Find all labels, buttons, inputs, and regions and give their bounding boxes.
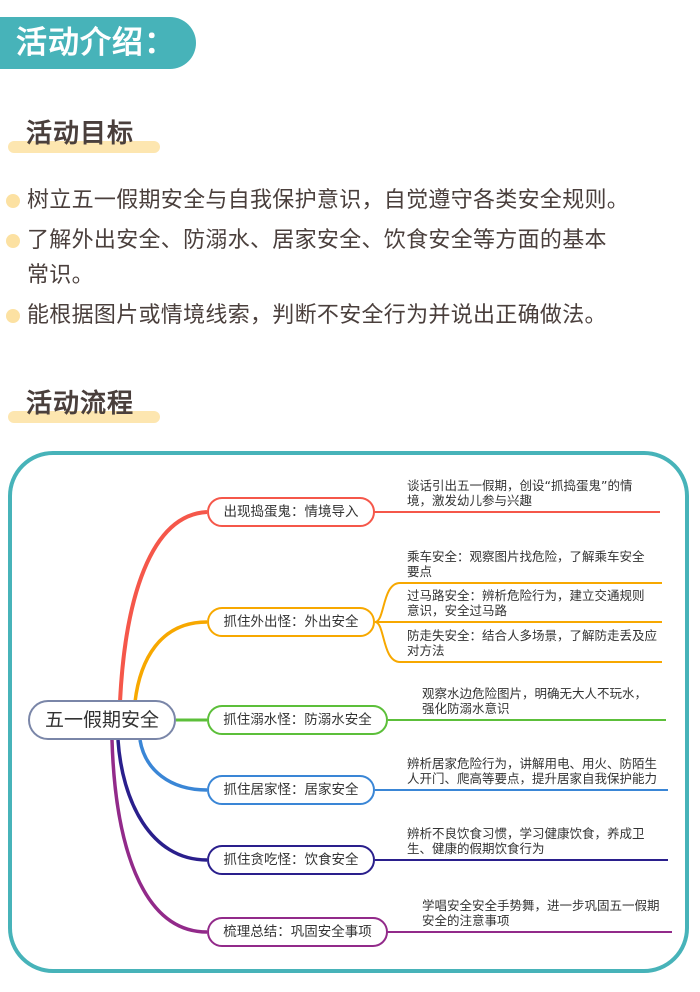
leaf-line: 要点	[407, 564, 433, 579]
leaf-detail: 乘车安全：观察图片找危险，了解乘车安全 要点	[407, 549, 645, 579]
bullet-dot-icon	[6, 234, 20, 248]
goal-item: 能根据图片或情境线索，判断不安全行为并说出正确做法。	[0, 298, 700, 333]
leaf-line: 防走失安全：结合人多场景，了解防走丢及应	[407, 628, 658, 643]
leaf-line: 辨析不良饮食习惯，学习健康饮食，养成卫	[407, 826, 645, 841]
leaf-line: 境，激发幼儿参与兴趣	[407, 493, 533, 508]
leaf-detail: 防走失安全：结合人多场景，了解防走丢及应 对方法	[407, 628, 657, 658]
branch-node-drowning: 抓住溺水怪：防溺水安全	[207, 705, 388, 735]
branch-node-outdoor: 抓住外出怪：外出安全	[207, 607, 375, 637]
leaf-line: 生、健康的假期饮食行为	[407, 841, 545, 856]
intro-title-banner: 活动介绍：	[0, 17, 196, 69]
leaf-line: 人开门、爬高等要点，提升居家自我保护能力	[407, 771, 658, 786]
bullet-dot-icon	[6, 194, 20, 208]
leaf-detail: 辨析不良饮食习惯，学习健康饮食，养成卫 生、健康的假期饮食行为	[407, 826, 645, 856]
branch-node-food: 抓住贪吃怪：饮食安全	[207, 845, 375, 875]
leaf-line: 意识，安全过马路	[407, 603, 508, 618]
goals-list: 树立五一假期安全与自我保护意识，自觉遵守各类安全规则。 了解外出安全、防溺水、居…	[0, 183, 700, 333]
goal-text-cont: 常识。	[27, 263, 94, 288]
leaf-detail: 观察水边危险图片，明确无大人不玩水， 强化防溺水意识	[422, 686, 647, 716]
leaf-detail: 辨析居家危险行为，讲解用电、用火、防陌生 人开门、爬高等要点，提升居家自我保护能…	[407, 756, 657, 786]
leaf-line: 学唱安全安全手势舞，进一步巩固五一假期	[422, 898, 660, 913]
goal-text: 树立五一假期安全与自我保护意识，自觉遵守各类安全规则。	[27, 188, 630, 213]
goal-text: 能根据图片或情境线索，判断不安全行为并说出正确做法。	[27, 303, 607, 328]
branch-node-home: 抓住居家怪：居家安全	[207, 775, 375, 805]
bullet-dot-icon	[6, 309, 20, 323]
goal-text: 了解外出安全、防溺水、居家安全、饮食安全等方面的基本	[27, 228, 607, 253]
mindmap-root-node: 五一假期安全	[28, 700, 176, 740]
leaf-detail: 学唱安全安全手势舞，进一步巩固五一假期 安全的注意事项	[422, 898, 660, 928]
branch-node-summary: 梳理总结：巩固安全事项	[207, 917, 388, 947]
leaf-line: 观察水边危险图片，明确无大人不玩水，	[422, 686, 648, 701]
leaf-line: 强化防溺水意识	[422, 701, 510, 716]
leaf-detail: 谈话引出五一假期，创设“抓捣蛋鬼”的情 境，激发幼儿参与兴趣	[407, 478, 632, 508]
process-heading-text: 活动流程	[26, 389, 135, 419]
leaf-line: 辨析居家危险行为，讲解用电、用火、防陌生	[407, 756, 658, 771]
heading-highlight	[8, 141, 160, 153]
leaf-detail: 过马路安全：辨析危险行为，建立交通规则 意识，安全过马路	[407, 588, 645, 618]
leaf-line: 谈话引出五一假期，创设“抓捣蛋鬼”的情	[407, 478, 633, 493]
leaf-line: 过马路安全：辨析危险行为，建立交通规则	[407, 588, 645, 603]
goal-item: 了解外出安全、防溺水、居家安全、饮食安全等方面的基本 常识。	[0, 223, 700, 293]
heading-highlight	[8, 411, 160, 423]
mindmap-frame	[8, 451, 689, 973]
branch-node-intro: 出现捣蛋鬼：情境导入	[207, 497, 375, 527]
goals-heading-text: 活动目标	[26, 119, 135, 149]
leaf-line: 乘车安全：观察图片找危险，了解乘车安全	[407, 549, 645, 564]
goal-item: 树立五一假期安全与自我保护意识，自觉遵守各类安全规则。	[0, 183, 700, 218]
leaf-line: 对方法	[407, 643, 445, 658]
leaf-line: 安全的注意事项	[422, 913, 510, 928]
